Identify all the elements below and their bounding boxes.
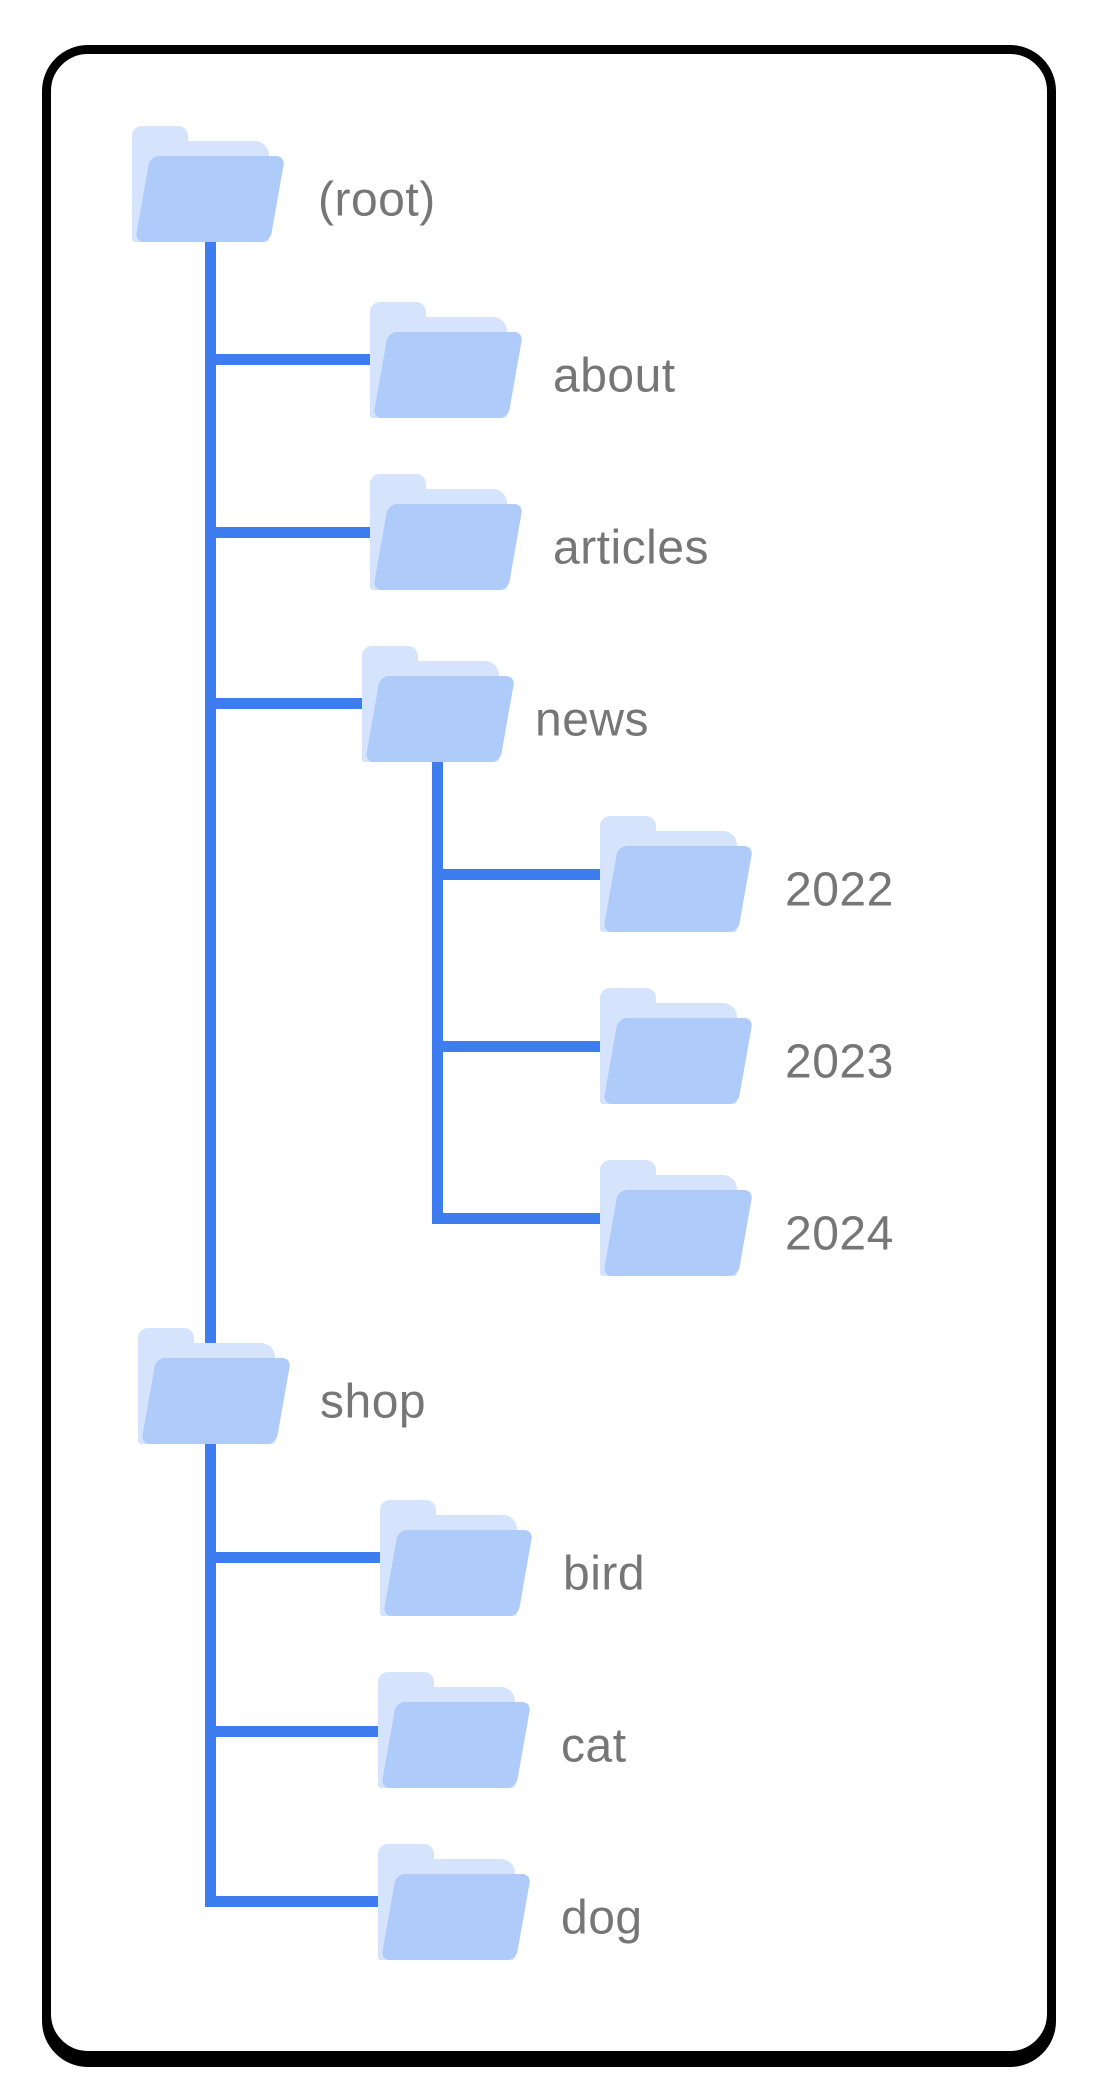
folder-front-shape <box>381 1702 532 1788</box>
tree-node-about: about <box>368 302 675 420</box>
node-label: about <box>553 349 676 403</box>
node-label: cat <box>561 1719 627 1773</box>
tree-node-news: news <box>360 646 649 764</box>
branch-line-about <box>205 354 372 365</box>
tree-node-2023: 2023 <box>598 988 893 1106</box>
folder-icon <box>376 1844 532 1962</box>
folder-front-shape <box>603 1018 754 1104</box>
branch-line-articles <box>205 527 372 538</box>
branch-line-bird <box>205 1552 382 1563</box>
branch-line-2022 <box>432 869 604 880</box>
folder-icon <box>598 988 754 1106</box>
trunk-line-news <box>432 700 443 1224</box>
folder-icon <box>376 1672 532 1790</box>
branch-line-2023 <box>432 1041 604 1052</box>
node-label: 2022 <box>785 863 894 917</box>
folder-front-shape <box>373 332 524 418</box>
tree-node-shop: shop <box>136 1328 426 1446</box>
folder-icon <box>378 1500 534 1618</box>
folder-front-shape <box>603 846 754 932</box>
node-label: bird <box>563 1547 646 1601</box>
tree-node-2024: 2024 <box>598 1160 893 1278</box>
branch-line-cat <box>205 1726 382 1737</box>
branch-line-news <box>205 698 364 709</box>
tree-node-articles: articles <box>368 474 709 592</box>
folder-front-shape <box>383 1530 534 1616</box>
folder-icon <box>360 646 516 764</box>
folder-front-shape <box>135 156 286 242</box>
node-label: shop <box>320 1375 427 1429</box>
node-label: (root) <box>318 173 436 227</box>
tree-node-2022: 2022 <box>598 816 893 934</box>
tree-node-root: (root) <box>130 126 435 244</box>
tree-node-bird: bird <box>378 1500 645 1618</box>
node-label: 2023 <box>785 1035 894 1089</box>
folder-icon <box>130 126 286 244</box>
folder-front-shape <box>381 1874 532 1960</box>
folder-front-shape <box>603 1190 754 1276</box>
branch-line-2024 <box>432 1213 604 1224</box>
folder-icon <box>368 302 524 420</box>
folder-icon <box>136 1328 292 1446</box>
tree-node-cat: cat <box>376 1672 626 1790</box>
rounded-card-frame <box>42 45 1056 2060</box>
node-label: articles <box>553 521 710 575</box>
trunk-line-root <box>205 232 216 1907</box>
folder-front-shape <box>373 504 524 590</box>
folder-front-shape <box>365 676 516 762</box>
branch-line-dog <box>205 1896 382 1907</box>
tree-node-dog: dog <box>376 1844 642 1962</box>
folder-icon <box>368 474 524 592</box>
node-label: 2024 <box>785 1207 894 1261</box>
folder-front-shape <box>141 1358 292 1444</box>
node-label: news <box>535 693 650 747</box>
folder-icon <box>598 1160 754 1278</box>
node-label: dog <box>561 1891 643 1945</box>
folder-icon <box>598 816 754 934</box>
